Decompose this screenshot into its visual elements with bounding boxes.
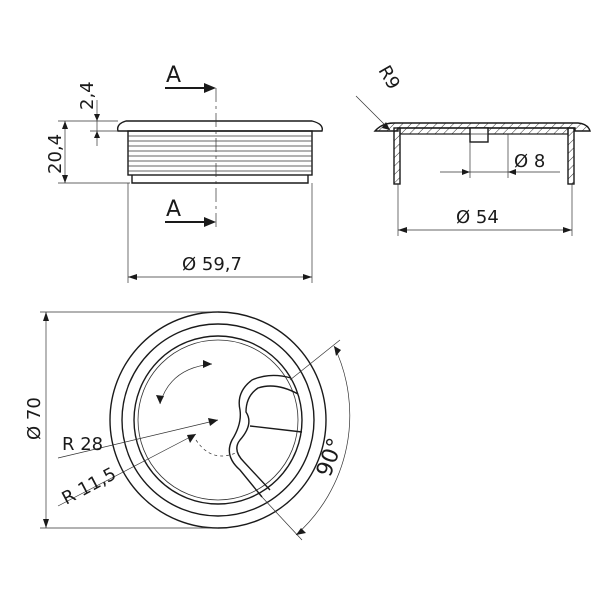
- front-body: [127, 130, 313, 176]
- slot-diameter-label: Ø 8: [514, 151, 545, 172]
- overall-diameter-label: Ø 70: [24, 397, 45, 440]
- angle-label: 90°: [312, 435, 349, 480]
- section-mark-top: A: [166, 63, 181, 88]
- front-flange: [116, 120, 323, 132]
- cover-edge: [133, 335, 303, 505]
- front-bottom-lip: [131, 175, 309, 184]
- cable-slot: [236, 385, 299, 491]
- slot-radial-edge: [249, 425, 303, 433]
- dim-radius-small: [57, 433, 197, 507]
- thread-lines: [128, 135, 312, 172]
- flange-thickness-label: 2,4: [77, 81, 98, 110]
- inner-diameter-label: Ø 54: [456, 207, 499, 228]
- section-mark-bottom: A: [166, 197, 181, 222]
- radius-large-label: R 28: [62, 434, 103, 455]
- dim-radius-large: [57, 419, 219, 459]
- front-view: A A 2,4 20,4 Ø 59,7: [45, 63, 323, 283]
- outer-diameter-label: Ø 59,7: [182, 254, 242, 275]
- dim-angle-arc: [295, 345, 351, 536]
- section-arrow-bottom-head: [204, 217, 216, 227]
- dim-edge-radius: [355, 95, 391, 131]
- cover-inner-edge: [137, 339, 299, 501]
- edge-radius-label: R9: [374, 62, 404, 93]
- rotation-arrow: [159, 363, 213, 405]
- height-label: 20,4: [45, 134, 66, 174]
- section-right-wall: [567, 127, 575, 185]
- section-flange: [373, 122, 591, 132]
- section-left-wall: [393, 127, 401, 185]
- section-slot: [469, 127, 489, 143]
- flange-inner-edge: [121, 323, 315, 517]
- section-arrow-top-head: [204, 83, 216, 93]
- radius-small-label: R 11,5: [58, 463, 119, 509]
- top-view: Ø 70 R 28 R 11,5 90°: [24, 311, 351, 541]
- section-view: R9 Ø 8 Ø 54: [355, 62, 591, 236]
